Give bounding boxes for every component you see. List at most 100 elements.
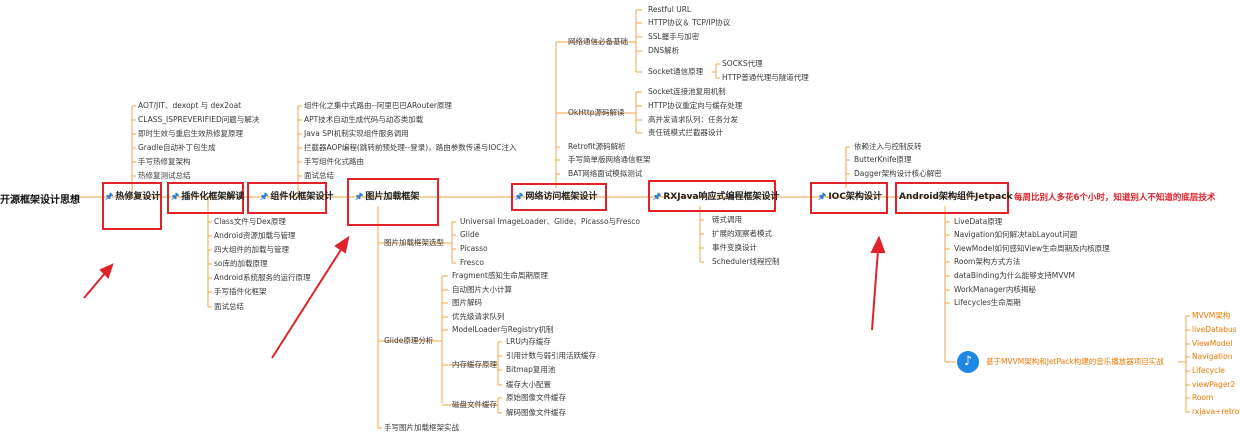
ioc-item[interactable]: 依赖注入与控制反转 [854, 142, 922, 151]
jetpack-item[interactable]: LiveData原理 [954, 217, 1003, 226]
pin-icon: 🖈 [171, 192, 180, 202]
okhttp-label[interactable]: OkHttp源码解读 [568, 108, 625, 117]
glide-item[interactable]: 优先级请求队列 [452, 312, 505, 321]
rx-title: RXJava响应式编程框架设计 [663, 192, 780, 202]
glide-item[interactable]: 自动图片大小计算 [452, 285, 512, 294]
image-selection-item[interactable]: Universal ImageLoader、Glide、Picasso与Fres… [460, 217, 640, 226]
plugin-item[interactable]: 四大组件的加载与管理 [214, 245, 289, 254]
music-item[interactable]: liveDatabus [1192, 325, 1237, 334]
jetpack-node[interactable]: Android架构组件Jetpack [899, 191, 1013, 203]
music-item[interactable]: Room [1192, 393, 1214, 402]
component-item[interactable]: 手写组件化式路由 [304, 157, 364, 166]
ioc-item[interactable]: Dagger架构设计核心解密 [854, 169, 942, 178]
memory-cache-item[interactable]: Bitmap复用池 [506, 365, 556, 374]
component-item[interactable]: 组件化之集中式路由--阿里巴巴ARouter原理 [304, 101, 452, 110]
glide-item[interactable]: Fragment感知生命周期原理 [452, 271, 548, 280]
image-handwrite-item[interactable]: 手写图片加载框架实战 [384, 423, 459, 432]
hotfix-item[interactable]: 手写热修复架构 [138, 157, 191, 166]
plugin-item[interactable]: Android资源加载与管理 [214, 231, 296, 240]
network-basics-item[interactable]: SSL握手与加密 [648, 32, 700, 41]
jetpack-highlight-box [895, 182, 1009, 214]
jetpack-item[interactable]: Navigation如何解决tabLayout问题 [954, 230, 1078, 239]
network-basics-label[interactable]: 网络通信必备基础 [568, 37, 628, 46]
hotfix-item[interactable]: AOT/JIT、dexopt 与 dex2oat [138, 101, 242, 110]
disk-cache-item[interactable]: 原始图像文件缓存 [506, 393, 566, 402]
music-item[interactable]: Navigation [1192, 352, 1233, 361]
hotfix-item[interactable]: 即时生效与重启生效热修复原理 [138, 129, 243, 138]
rx-item[interactable]: 事件变换设计 [712, 243, 757, 252]
okhttp-item[interactable]: Socket连接池复用机制 [648, 87, 726, 96]
image-selection-label[interactable]: 图片加载框架选型 [384, 238, 444, 247]
rx-item[interactable]: Scheduler线程控制 [712, 257, 780, 266]
hotfix-item[interactable]: CLASS_ISPREVERIFIED问题与解决 [138, 115, 260, 124]
jetpack-title: Android架构组件Jetpack [899, 192, 1013, 202]
glide-item[interactable]: ModelLoader与Registry机制 [452, 325, 554, 334]
hotfix-item[interactable]: Gradle自动补丁包生成 [138, 143, 216, 152]
plugin-item[interactable]: 手写插件化框架 [214, 287, 267, 296]
jetpack-item[interactable]: WorkManager内核揭秘 [954, 285, 1036, 294]
plugin-node[interactable]: 🖈插件化框架解读 [171, 191, 244, 203]
jetpack-item[interactable]: ViewModel如何感知View生命周期及内核原理 [954, 244, 1110, 253]
image-selection-item[interactable]: Glide [460, 230, 480, 239]
jetpack-item[interactable]: Room架构方式方法 [954, 257, 1021, 266]
plugin-item[interactable]: Class文件与Dex原理 [214, 217, 286, 226]
okhttp-item[interactable]: HTTP协议重定向与缓存处理 [648, 101, 743, 110]
network-other-item[interactable]: Retrofit源码解析 [568, 142, 626, 151]
rx-node[interactable]: 🖈RXJava响应式编程框架设计 [653, 191, 780, 203]
jetpack-item[interactable]: dataBinding为什么能够支持MVVM [954, 271, 1075, 280]
network-basics-item[interactable]: Restful URL [648, 5, 692, 14]
music-item[interactable]: viewPager2 [1192, 380, 1236, 389]
plugin-item[interactable]: Android系统服务的运行原理 [214, 273, 311, 282]
component-item[interactable]: 拦截器AOP编程(跳转前预处理--登录)，路由参数传递与IOC注入 [304, 143, 517, 152]
okhttp-item[interactable]: 高并发请求队列：任务分发 [648, 115, 738, 124]
music-project-label[interactable]: 基于MVVM架构和JetPack构建的音乐播放器项目实战 [986, 357, 1164, 366]
hotfix-node[interactable]: 🖈热修复设计 [105, 191, 160, 203]
plugin-title: 插件化框架解读 [181, 192, 245, 202]
plugin-item[interactable]: so库的加载原理 [214, 259, 268, 268]
pin-icon: 🖈 [653, 192, 662, 202]
socket-item[interactable]: HTTP普通代理与隧道代理 [722, 73, 809, 82]
pin-icon: 🖈 [355, 192, 364, 202]
component-node[interactable]: 🖈组件化框架设计 [260, 191, 333, 203]
memory-cache-item[interactable]: LRU内存缓存 [506, 337, 551, 346]
music-item[interactable]: ViewModel [1192, 339, 1233, 348]
hotfix-title: 热修复设计 [115, 192, 161, 202]
hotfix-item[interactable]: 热修复测试总结 [138, 171, 191, 180]
socket-label[interactable]: Socket通信原理 [648, 67, 704, 76]
socket-item[interactable]: SOCKS代理 [722, 59, 763, 68]
network-other-item[interactable]: 手写简单版网络通信框架 [568, 155, 651, 164]
ioc-item[interactable]: ButterKnife原理 [854, 155, 912, 164]
red-arrow-2 [271, 247, 343, 359]
okhttp-item[interactable]: 责任链模式拦截器设计 [648, 128, 723, 137]
music-item[interactable]: rxjava+retrofit [1192, 407, 1240, 416]
image-highlight-box [347, 178, 439, 226]
component-highlight-box [247, 182, 327, 214]
image-node[interactable]: 🖈图片加载框架 [355, 191, 419, 203]
rx-item[interactable]: 链式调用 [712, 215, 742, 224]
image-selection-item[interactable]: Picasso [460, 244, 488, 253]
rx-item[interactable]: 扩展的观察者模式 [712, 229, 772, 238]
network-title: 网络访问框架设计 [525, 192, 598, 202]
network-basics-item[interactable]: DNS解析 [648, 46, 680, 55]
memory-cache-item[interactable]: 引用计数与弱引用活跃缓存 [506, 351, 596, 360]
component-item[interactable]: APT技术自动生成代码与动态类加载 [304, 115, 424, 124]
ioc-title: IOC架构设计 [828, 192, 882, 202]
image-selection-item[interactable]: Fresco [460, 258, 484, 267]
music-item[interactable]: MVVM架构 [1192, 311, 1231, 320]
glide-label[interactable]: Glide原理分析 [384, 336, 434, 345]
memory-cache-item[interactable]: 缓存大小配置 [506, 380, 551, 389]
red-arrows [83, 235, 886, 359]
disk-cache-item[interactable]: 解码图像文件缓存 [506, 408, 566, 417]
ioc-node[interactable]: 🖈IOC架构设计 [818, 191, 882, 203]
music-item[interactable]: Lifecycle [1192, 366, 1225, 375]
network-basics-item[interactable]: HTTP协议＆ TCP/IP协议 [648, 18, 731, 27]
glide-item[interactable]: 图片解码 [452, 298, 482, 307]
component-item[interactable]: 面试总结 [304, 171, 334, 180]
network-node[interactable]: 🖈网络访问框架设计 [515, 191, 597, 203]
component-item[interactable]: Java SPI机制实现组件服务调用 [304, 129, 409, 138]
disk-cache-label[interactable]: 磁盘文件缓存 [452, 400, 497, 409]
jetpack-item[interactable]: Lifecycles生命周期 [954, 298, 1021, 307]
memory-cache-label[interactable]: 内存缓存原理 [452, 360, 497, 369]
network-other-item[interactable]: BAT网络面试模拟测试 [568, 169, 643, 178]
plugin-item[interactable]: 面试总结 [214, 302, 244, 311]
